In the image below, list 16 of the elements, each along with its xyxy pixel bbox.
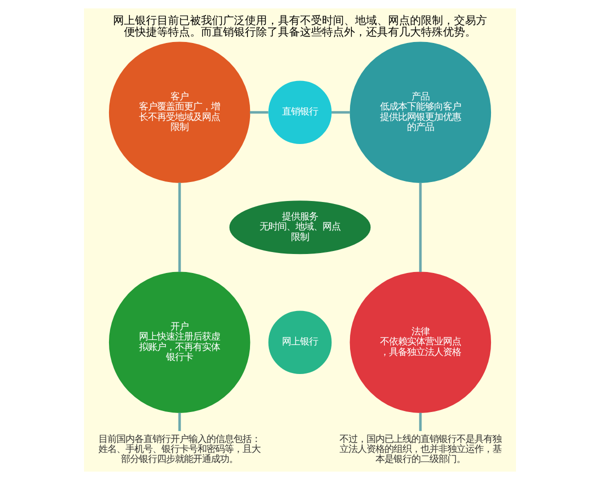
node-text: 目前国内各直销行开户输入的信息包括：姓名、手机号、银行卡号和密码等，且大部分银行四步就能开通成功。 [98,434,261,466]
connector [419,182,422,272]
connector [178,412,181,432]
node-circle: 开户 网上快速注册后获虚拟账户，不再有实体银行卡 [108,272,250,413]
node-circle: 法律 不依赖实体营业网点，具备独立法人资格 [350,272,492,413]
node-circle: 产品 低成本下能够向客户提供比网银更加优惠的产品 [350,42,492,184]
node-circle: 网上银行 [268,310,332,374]
connector [419,412,422,432]
connector [178,182,181,272]
node-ellipse: 提供服务 无时间、地域、网点限制 [229,200,371,254]
connector [332,111,350,114]
diagram-title: 网上银行目前已被我们广泛使用，具有不受时间、地域、网点的限制，交易方便快捷等特点。而直销银行除了具备这些特点外，还具有几大特殊优势。 [113,14,487,39]
node-text: 不过，国内已上线的直销银行不是具有独立法人资格的组织，也并非独立运作，基本是银行的二级部门。 [339,434,502,466]
node-circle: 客户 客户覆盖面更广，增长不再受地域及网点限制 [108,42,250,184]
connector [250,111,268,114]
node-circle: 直销银行 [268,80,332,144]
